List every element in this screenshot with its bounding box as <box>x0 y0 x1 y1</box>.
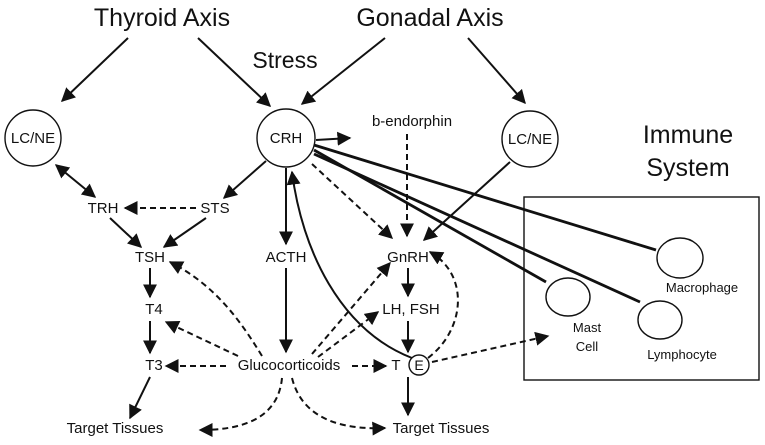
gnrh-label: GnRH <box>387 249 429 266</box>
arrow-crh-to-b-endorphin <box>315 131 352 146</box>
arrow-crh-to-gnrh <box>311 163 394 239</box>
immune-system-title-line2: System <box>646 154 729 182</box>
e-circle <box>408 354 430 376</box>
lc-ne-left-circle <box>4 109 62 167</box>
lc-ne-right-circle <box>501 110 559 168</box>
gonadal-axis-title: Gonadal Axis <box>356 4 503 32</box>
sts-label: STS <box>200 200 229 217</box>
lc-ne-left-label: LC/NE <box>11 130 55 147</box>
crh-label: CRH <box>270 130 303 147</box>
immune-system-title-line1: Immune <box>643 121 733 149</box>
arrow-e-to-gnrh <box>427 251 459 359</box>
arrow-t3-to-target-tissues-left <box>129 376 151 420</box>
arrow-gonadal-to-crh <box>300 37 386 105</box>
acth-label: ACTH <box>266 249 307 266</box>
arrow-gc-to-t4 <box>164 321 239 357</box>
arrow-gc-to-target-tissues-right <box>291 377 387 436</box>
mast-cell <box>545 277 591 317</box>
macrophage-label: Macrophage <box>666 280 738 295</box>
arrow-crh-to-sts <box>222 160 267 199</box>
arrow-trh-to-tsh <box>109 217 143 248</box>
arrow-gc-to-lh-fsh <box>317 311 380 358</box>
e-label: E <box>414 357 423 373</box>
glucocorticoids-label: Glucocorticoids <box>238 357 341 374</box>
lh-fsh-label: LH, FSH <box>382 301 440 318</box>
crh-circle <box>256 108 316 168</box>
arrow-lcne-right-to-gnrh <box>422 161 511 241</box>
line-crh-to-macrophage <box>313 143 657 252</box>
arrow-lcne-left-trh <box>54 164 97 198</box>
t-label: T <box>391 357 400 374</box>
b-endorphin-label: b-endorphin <box>372 113 452 130</box>
macrophage-cell <box>656 237 704 279</box>
mast-cell-label-line1: Mast <box>573 320 602 335</box>
lymphocyte-cell <box>637 300 683 340</box>
lc-ne-right-label: LC/NE <box>508 131 552 148</box>
target-tissues-right-label: Target Tissues <box>393 420 490 437</box>
line-crh-to-lymphocyte <box>313 152 641 304</box>
lymphocyte-label: Lymphocyte <box>647 347 717 362</box>
arrow-gonadal-to-lcne-right <box>467 37 526 105</box>
target-tissues-left-label: Target Tissues <box>67 420 164 437</box>
mast-cell-label-line2: Cell <box>576 339 599 354</box>
arrow-gc-to-target-tissues-left <box>198 377 283 437</box>
stress-label: Stress <box>252 47 317 73</box>
arrow-gc-to-tsh <box>168 261 263 357</box>
t3-label: T3 <box>145 357 163 374</box>
thyroid-axis-title: Thyroid Axis <box>94 4 230 32</box>
t4-label: T4 <box>145 301 163 318</box>
arrow-e-to-crh <box>286 170 413 359</box>
arrow-thyroid-to-lcne-left <box>60 37 129 102</box>
arrow-sts-to-tsh <box>162 217 207 248</box>
trh-label: TRH <box>88 200 119 217</box>
tsh-label: TSH <box>135 249 165 266</box>
arrow-thyroid-to-crh <box>197 37 272 107</box>
